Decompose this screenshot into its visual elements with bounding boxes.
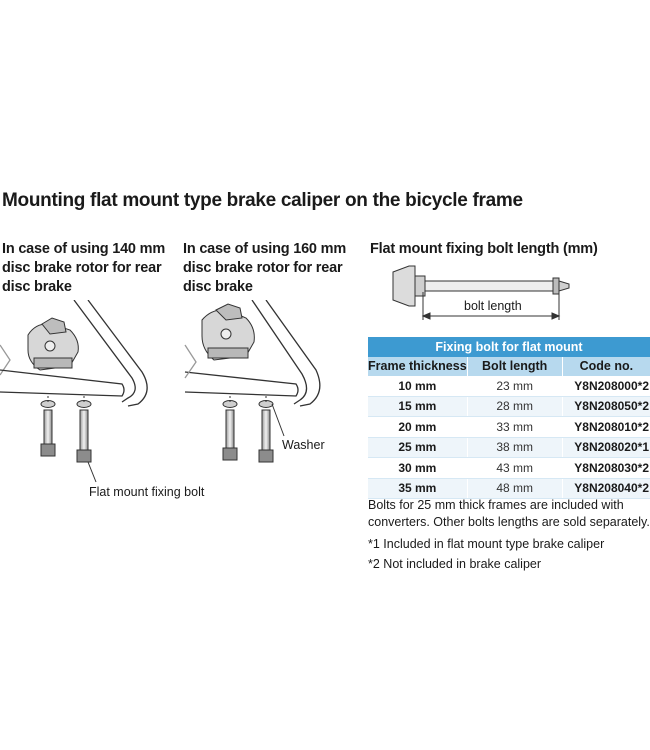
bolt-160mm-left — [222, 396, 238, 461]
code-cell: Y8N208020*1 — [561, 437, 650, 458]
bolt-length-cell: 28 mm — [466, 396, 563, 417]
heading-160mm-rotor: In case of using 160 mm disc brake rotor… — [183, 241, 347, 295]
code-cell: Y8N208010*2 — [561, 416, 650, 438]
code-cell: Y8N208050*2 — [561, 396, 650, 417]
header-frame-thickness: Frame thickness — [368, 356, 468, 376]
fixing-bolt-table: Fixing bolt for flat mount Frame thickne… — [368, 337, 650, 499]
code-cell: Y8N208040*2 — [561, 478, 650, 499]
bolt-length-cell: 33 mm — [466, 416, 563, 438]
bolt-length-label: bolt length — [464, 299, 522, 313]
washer-label: Washer — [282, 438, 325, 452]
table-row: 20 mm 33 mm Y8N208010*2 — [368, 416, 650, 438]
code-cell: Y8N208030*2 — [561, 457, 650, 479]
table-row: 35 mm 48 mm Y8N208040*2 — [368, 478, 650, 499]
page-title: Mounting flat mount type brake caliper o… — [2, 190, 523, 211]
header-code-no: Code no. — [561, 356, 650, 376]
bolt-140mm-left — [40, 396, 56, 457]
footnote-1: *1 Included in flat mount type brake cal… — [368, 537, 605, 551]
header-bolt-length: Bolt length — [466, 356, 563, 376]
heading-140mm-rotor: In case of using 140 mm disc brake rotor… — [2, 241, 166, 295]
footnote-2: *2 Not included in brake caliper — [368, 557, 542, 571]
bolt-length-cell: 38 mm — [466, 437, 563, 458]
frame-thickness-cell: 20 mm — [368, 416, 468, 438]
caliper-160mm — [201, 303, 255, 361]
bolt-note: Bolts for 25 mm thick frames are include… — [368, 498, 650, 529]
bolt-length-cell: 23 mm — [466, 376, 563, 397]
caliper-mounting-illustration — [0, 300, 321, 483]
table-row: 10 mm 23 mm Y8N208000*2 — [368, 376, 650, 397]
code-cell: Y8N208000*2 — [561, 376, 650, 397]
fixing-bolt-label: Flat mount fixing bolt — [89, 485, 205, 499]
table-row: 30 mm 43 mm Y8N208030*2 — [368, 457, 650, 479]
bolt-length-cell: 43 mm — [466, 457, 563, 479]
bolt-length-diagram — [392, 265, 570, 320]
caliper-140mm — [27, 317, 79, 371]
frame-140mm — [0, 300, 148, 407]
frame-thickness-cell: 15 mm — [368, 396, 468, 417]
table-caption: Fixing bolt for flat mount — [368, 337, 650, 357]
bolt-160mm-right — [258, 396, 285, 463]
table-row: 15 mm 28 mm Y8N208050*2 — [368, 396, 650, 417]
bolt-length-cell: 48 mm — [466, 478, 563, 499]
frame-160mm — [184, 300, 321, 407]
bolt-140mm-right — [76, 396, 97, 483]
frame-thickness-cell: 25 mm — [368, 437, 468, 458]
frame-thickness-cell: 30 mm — [368, 457, 468, 479]
table-row: 25 mm 38 mm Y8N208020*1 — [368, 437, 650, 458]
frame-thickness-cell: 10 mm — [368, 376, 468, 397]
heading-bolt-length: Flat mount fixing bolt length (mm) — [370, 241, 598, 257]
frame-thickness-cell: 35 mm — [368, 478, 468, 499]
